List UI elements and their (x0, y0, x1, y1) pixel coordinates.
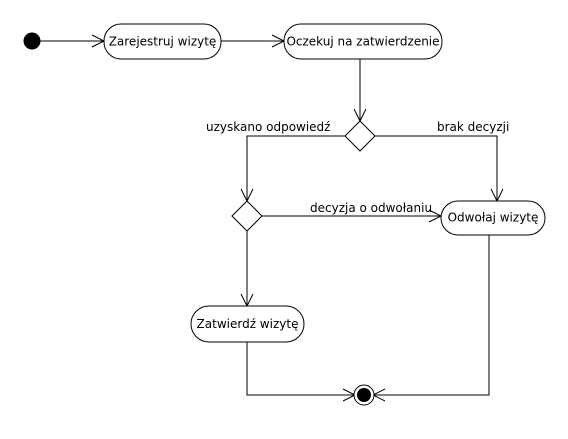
decision-node-1 (344, 120, 376, 152)
flow-approve-to-final (246, 342, 354, 396)
activity-register-label: Zarejestruj wizytę (109, 35, 217, 49)
initial-node (23, 32, 41, 50)
activity-cancel[interactable]: Odwołaj wizytę (440, 200, 546, 236)
flow-cancel-to-final (374, 235, 490, 396)
activity-cancel-label: Odwołaj wizytę (448, 211, 539, 225)
activity-approve-label: Zatwierdź wizytę (197, 317, 299, 331)
activity-register[interactable]: Zarejestruj wizytę (103, 23, 222, 60)
edge-label-no-decision: brak decyzji (437, 120, 509, 134)
edge-label-response-received: uzyskano odpowiedź (206, 120, 330, 134)
flow-decision1-to-decision2 (246, 135, 345, 200)
decision-node-2 (231, 200, 263, 232)
final-node (353, 384, 375, 406)
flow-decision1-to-cancel (375, 135, 498, 200)
activity-approve[interactable]: Zatwierdź wizytę (190, 305, 305, 343)
edge-label-cancel-decision: decyzja o odwołaniu (310, 201, 432, 215)
activity-await[interactable]: Oczekuj na zatwierdzenie (283, 23, 443, 60)
activity-await-label: Oczekuj na zatwierdzenie (286, 35, 439, 49)
